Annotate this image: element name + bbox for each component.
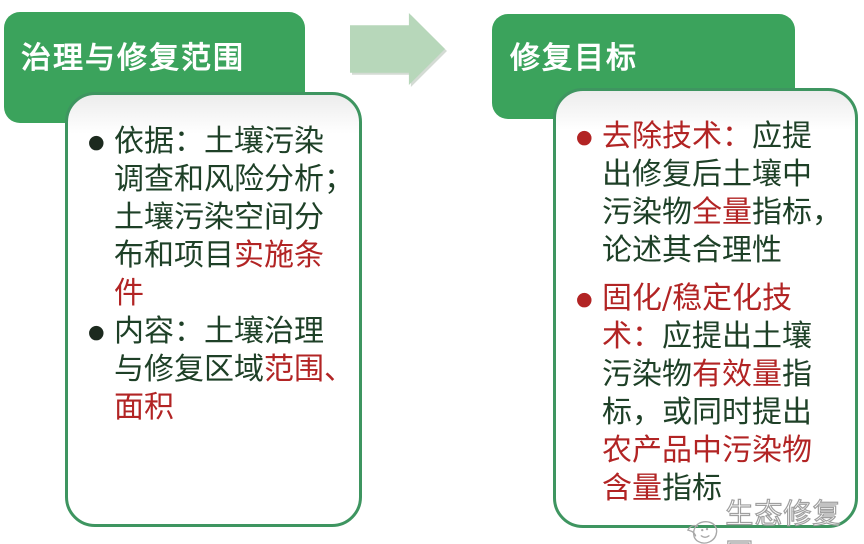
text-segment: 内容：土壤治理	[114, 314, 324, 349]
text-segment-red: 件	[114, 276, 144, 311]
arrow-right-icon	[350, 13, 445, 85]
text-segment-red: 面积	[114, 390, 174, 425]
bullet-item-solidification-tech: ● 固化/稳定化技 术：应提出土壤 污染物有效量指 标，或同时提出 农产品中污染…	[576, 280, 855, 508]
text-segment-red: 去除技术：	[602, 119, 752, 154]
text-segment: 出修复后土壤中	[602, 157, 812, 192]
text-line: 调查和风险分析；	[114, 161, 359, 199]
text-line: 件	[114, 275, 359, 313]
text-line: 农产品中污染物	[602, 432, 855, 470]
text-segment: 污染物	[602, 357, 692, 392]
watermark-logo-icon	[686, 521, 718, 544]
bullet-icon: ●	[576, 288, 593, 310]
text-line: 固化/稳定化技	[602, 280, 855, 318]
text-line: 布和项目实施条	[114, 237, 359, 275]
text-segment-red: 全量	[692, 195, 752, 230]
text-segment: 标，或同时提出	[602, 395, 812, 430]
text-line: 术：应提出土壤	[602, 318, 855, 356]
text-line: 论述其合理性	[602, 232, 855, 270]
bullet-icon: ●	[576, 126, 593, 148]
header-treatment-scope-label: 治理与修复范围	[21, 41, 245, 76]
text-segment: 指标	[662, 471, 722, 506]
bullet-item-solidification-tech-text: 固化/稳定化技 术：应提出土壤 污染物有效量指 标，或同时提出 农产品中污染物 …	[602, 280, 855, 508]
text-segment-red: 术：	[602, 319, 662, 354]
text-segment-red: 固化/稳定化技	[602, 281, 793, 316]
text-line: 与修复区域范围、	[114, 351, 359, 389]
remediation-target-box: ● 去除技术：应提 出修复后土壤中 污染物全量指标， 论述其合理性 ● 固化/稳…	[553, 88, 858, 528]
text-segment: 依据：土壤污染	[114, 124, 324, 159]
bullet-item-removal-tech: ● 去除技术：应提 出修复后土壤中 污染物全量指标， 论述其合理性	[576, 118, 855, 270]
text-segment: 布和项目	[114, 238, 234, 273]
watermark: 生态修复网	[686, 492, 864, 544]
bullet-item-content: ● 内容：土壤治理 与修复区域范围、 面积	[88, 313, 359, 427]
bullet-item-basis-text: 依据：土壤污染 调查和风险分析； 土壤污染空间分 布和项目实施条 件	[114, 123, 359, 313]
text-line: 土壤污染空间分	[114, 199, 359, 237]
text-line: 面积	[114, 389, 359, 427]
arrow-right-shape	[350, 13, 445, 85]
text-segment: 指	[782, 357, 812, 392]
bullet-item-basis: ● 依据：土壤污染 调查和风险分析； 土壤污染空间分 布和项目实施条 件	[88, 123, 359, 313]
text-line: 污染物全量指标，	[602, 194, 855, 232]
text-segment-red: 范围、	[264, 352, 354, 387]
text-segment: 污染物	[602, 195, 692, 230]
text-segment-red: 实施条	[234, 238, 324, 273]
bullet-item-removal-tech-text: 去除技术：应提 出修复后土壤中 污染物全量指标， 论述其合理性	[602, 118, 855, 270]
text-segment: 应提	[752, 119, 812, 154]
text-line: 去除技术：应提	[602, 118, 855, 156]
text-line: 标，或同时提出	[602, 394, 855, 432]
text-segment-red: 含量	[602, 471, 662, 506]
text-segment: 调查和风险分析；	[114, 162, 354, 197]
treatment-scope-box: ● 依据：土壤污染 调查和风险分析； 土壤污染空间分 布和项目实施条 件 ● 内…	[65, 92, 362, 527]
header-remediation-target-label: 修复目标	[510, 41, 638, 76]
text-line: 污染物有效量指	[602, 356, 855, 394]
text-line: 出修复后土壤中	[602, 156, 855, 194]
watermark-label: 生态修复网	[725, 496, 842, 544]
bullet-item-content-text: 内容：土壤治理 与修复区域范围、 面积	[114, 313, 359, 427]
text-segment: 土壤污染空间分	[114, 200, 324, 235]
text-line: 依据：土壤污染	[114, 123, 359, 161]
text-segment: 应提出土壤	[662, 319, 812, 354]
text-segment-red: 农产品中污染物	[602, 433, 812, 468]
text-segment: 论述其合理性	[602, 233, 782, 268]
text-line: 内容：土壤治理	[114, 313, 359, 351]
text-segment: 指标，	[752, 195, 842, 230]
text-segment: 与修复区域	[114, 352, 264, 387]
bullet-icon: ●	[88, 321, 105, 343]
text-line: 含量指标	[602, 470, 855, 508]
text-segment-red: 有效量	[692, 357, 782, 392]
bullet-icon: ●	[88, 131, 105, 153]
